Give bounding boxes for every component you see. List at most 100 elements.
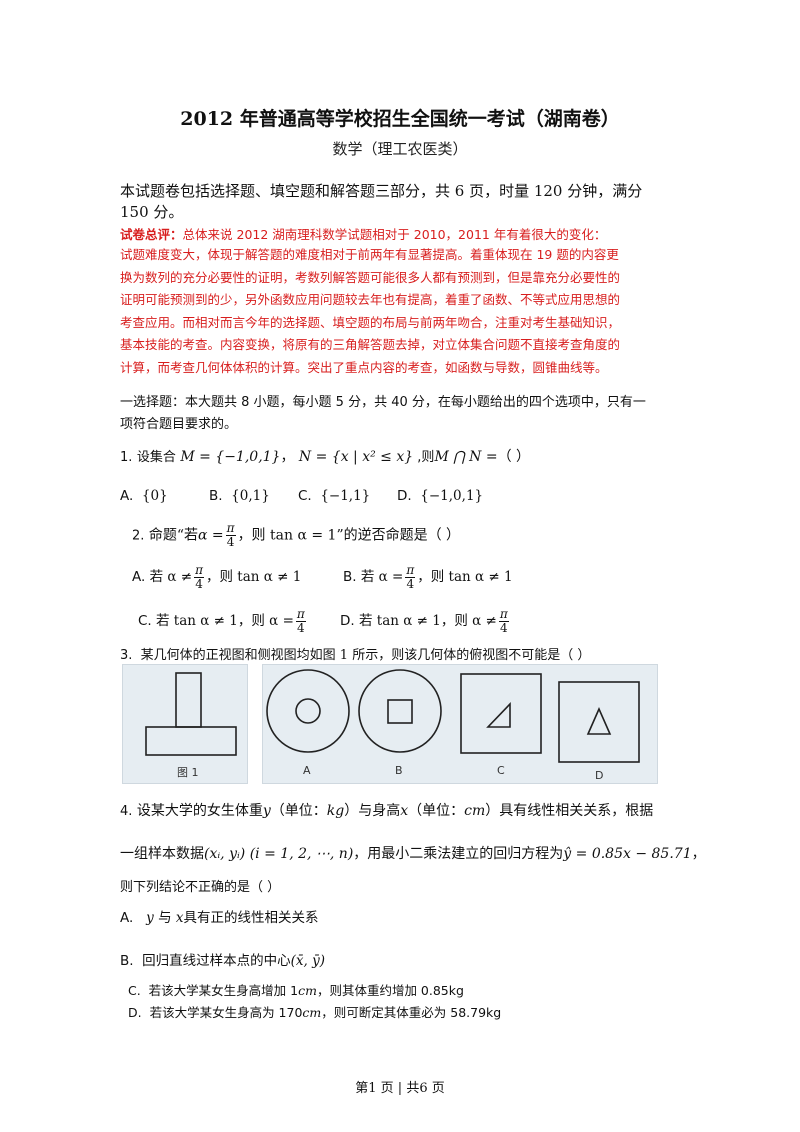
figure-1-upper-rect: [175, 672, 202, 728]
intro-line-1: 本试题卷包括选择题、填空题和解答题三部分，共 6 页，时量 120 分钟，满分: [120, 182, 643, 200]
q2-fraction-num: π: [225, 521, 236, 536]
q4-option-b[interactable]: B. 回归直线过样本点的中心(x̄, ȳ): [120, 949, 325, 969]
q2-option-c-text: 若 tan α ≠ 1，则 α =: [156, 613, 294, 629]
q4-stem2-c: ，: [691, 846, 706, 862]
q4-option-c-text: 若该大学某女生身高增加 1: [148, 983, 299, 998]
q4-option-b-text: 回归直线过样本点的中心: [142, 953, 291, 969]
summary-line-4: 证明可能预测到的少，另外函数应用问题较去年也有提高，着重了函数、不等式应用思想的: [120, 292, 621, 307]
q4-option-a-rest: 具有正的线性相关关系: [183, 910, 319, 926]
q2-fraction-den: 4: [226, 535, 235, 549]
figure-1-panel: 图 1: [122, 664, 248, 784]
q2-option-d-den: 4: [499, 621, 508, 635]
summary-text-1: 总体来说 2012 湖南理科数学试题相对于 2010，2011 年有着很大的变化…: [182, 227, 607, 242]
q1-option-a-label: A.: [120, 488, 134, 504]
q1-option-a[interactable]: A. {0}: [120, 488, 168, 504]
q1-sep: ，: [280, 449, 295, 465]
summary-line-3: 换为数列的充分必要性的证明，考数列解答题可能很多人都有预测到，但是靠充分必要性的: [120, 270, 621, 285]
option-d-triangle: [586, 707, 612, 735]
q4-stem2-b: ，用最小二乘法建立的回归方程为: [353, 846, 564, 862]
q1-paren: （ ）: [497, 449, 531, 465]
option-a-figure[interactable]: [266, 669, 350, 753]
option-a-inner-circle: [295, 698, 321, 724]
q2-option-b-den: 4: [406, 577, 415, 591]
intro-line-2: 150 分。: [120, 203, 184, 221]
q2-option-d-text: 若 tan α ≠ 1，则 α ≠: [358, 613, 497, 629]
option-d-figure[interactable]: [558, 681, 640, 763]
q4-stem1-b: （单位：: [270, 803, 327, 819]
q1-option-d-value: {−1,0,1}: [420, 488, 484, 504]
q4-option-c[interactable]: C. 若该大学某女生身高增加 1cm，则其体重约增加 0.85kg: [128, 980, 464, 999]
q2-option-a-text-b: ，则 tan α ≠ 1: [206, 569, 302, 585]
section-1-line-1: 一选择题：本大题共 8 小题，每小题 5 分，共 40 分，在每小题给出的四个选…: [120, 395, 646, 410]
q1-option-d[interactable]: D. {−1,0,1}: [397, 488, 483, 504]
q2-option-b-text-b: ，则 tan α ≠ 1: [417, 569, 513, 585]
figure-options-panel: A B C D: [262, 664, 658, 784]
option-d-outer-square: [558, 681, 640, 763]
q4-option-b-center: (x̄, ȳ): [290, 953, 326, 969]
question-4-stem-line-1: 4. 设某大学的女生体重y（单位：kg）与身高x（单位：cm）具有线性相关关系，…: [120, 800, 653, 820]
page-title: 2012 年普通高等学校招生全国统一考试（湖南卷）: [180, 108, 620, 130]
option-b-inner-square: [387, 699, 413, 724]
q4-option-c-label: C.: [128, 983, 141, 998]
q2-stem-a: 命题“若: [148, 527, 199, 544]
q4-stem2-a: 一组样本数据: [120, 846, 204, 862]
q4-option-d-label: D.: [128, 1005, 142, 1020]
q4-option-a[interactable]: A. y 与 x具有正的线性相关关系: [120, 906, 319, 926]
option-c-figure[interactable]: [460, 673, 542, 754]
q4-stem1-c: ）与身高: [344, 803, 401, 819]
q2-option-a-den: 4: [195, 577, 203, 591]
q2-stem-b: ，则 tan α = 1”的逆否命题是（ ）: [237, 527, 461, 544]
q2-option-c-den: 4: [297, 621, 305, 635]
q1-stem-a: 设集合: [136, 450, 176, 465]
q4-option-d[interactable]: D. 若该大学某女生身高为 170cm，则可断定其体重必为 58.79kg: [128, 1002, 501, 1021]
q2-option-a-label: A.: [132, 569, 146, 585]
q1-option-b[interactable]: B. {0,1}: [209, 488, 270, 504]
summary-line-7: 计算，而考查几何体体积的计算。突出了重点内容的考查，如函数与导数，圆锥曲线等。: [120, 360, 608, 375]
q4-option-d-text: 若该大学某女生身高为 170: [149, 1005, 303, 1020]
figure-1-lower-rect: [145, 726, 237, 756]
q3-stem-text: 某几何体的正视图和侧视图均如图 1 所示，则该几何体的俯视图不可能是（ ）: [140, 648, 591, 663]
q2-alpha-eq: α =: [198, 527, 224, 544]
option-c-caption: C: [497, 764, 505, 777]
option-c-right-triangle: [486, 702, 511, 728]
q4-option-c-text-b: ，则其体重约增加 0.85kg: [316, 983, 464, 998]
q1-expr: M ⋂ N =: [434, 449, 498, 465]
q4-var-x: x: [400, 803, 409, 819]
q4-option-a-y: y: [146, 910, 154, 926]
q4-option-d-unit: cm: [302, 1005, 322, 1020]
q4-option-a-label: A.: [120, 910, 134, 926]
option-b-outer-circle: [358, 669, 442, 753]
q2-option-c-label: C.: [138, 613, 152, 629]
q3-number: 3.: [120, 648, 133, 663]
q4-unit-cm: cm: [464, 803, 486, 819]
q2-option-d-label: D.: [340, 613, 355, 629]
option-b-figure[interactable]: [358, 669, 442, 753]
figure-1-caption: 图 1: [177, 766, 199, 779]
option-a-caption: A: [303, 764, 311, 777]
q4-unit-kg: kg: [326, 803, 345, 819]
q1-option-a-value: {0}: [141, 488, 168, 504]
q2-number: 2.: [132, 528, 145, 544]
q4-stem1-e: ）具有线性相关关系，根据: [485, 803, 654, 819]
q4-equation: ŷ = 0.85x − 85.71: [563, 846, 692, 862]
q1-option-c[interactable]: C. {−1,1}: [298, 488, 370, 504]
q1-option-b-value: {0,1}: [231, 488, 270, 504]
q2-option-d-num: π: [498, 607, 509, 622]
q4-sample: (xᵢ, yᵢ) (i = 1, 2, ⋯, n): [204, 846, 354, 862]
q2-option-b-label: B.: [343, 569, 357, 585]
q4-option-d-text-b: ，则可断定其体重必为 58.79kg: [321, 1005, 502, 1020]
summary-line-5: 考查应用。而相对而言今年的选择题、填空题的布局与前两年吻合，注重对考生基础知识，: [120, 315, 621, 330]
summary-label: 试卷总评：: [120, 227, 183, 242]
summary-line-2: 试题难度变大，体现于解答题的难度相对于前两年有显著提高。着重体现在 19 题的内…: [120, 247, 619, 262]
q4-stem1-a: 设某大学的女生体重: [136, 803, 263, 819]
q2-option-c-num: π: [295, 607, 306, 622]
page-subtitle: 数学（理工农医类）: [332, 140, 468, 158]
figure-options-drawing: [266, 669, 640, 763]
